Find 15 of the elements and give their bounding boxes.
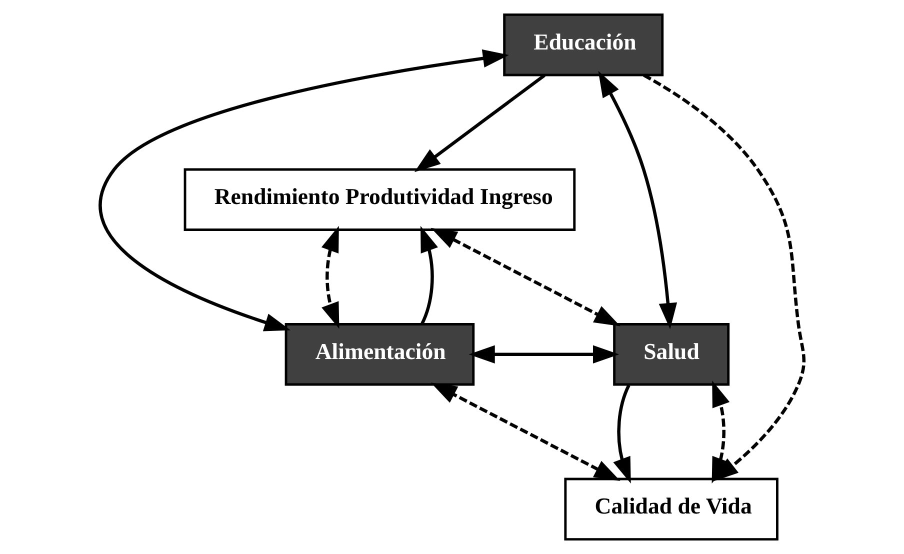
node-box: Educación bbox=[503, 13, 664, 76]
arrow bbox=[321, 226, 340, 329]
arrow bbox=[98, 49, 509, 332]
arrow bbox=[420, 226, 438, 325]
arrow bbox=[430, 228, 620, 326]
node-box: Alimentación bbox=[284, 323, 475, 386]
arrow bbox=[430, 382, 620, 482]
arrow bbox=[468, 345, 620, 364]
arrow bbox=[613, 384, 631, 484]
arrow bbox=[712, 380, 730, 484]
node-box: Salud bbox=[613, 323, 730, 386]
arrow bbox=[414, 74, 546, 172]
arrow bbox=[598, 70, 678, 330]
node-box: Calidad de Vida bbox=[564, 478, 778, 541]
node-box: Rendimiento Produtividad Ingreso bbox=[184, 168, 576, 231]
